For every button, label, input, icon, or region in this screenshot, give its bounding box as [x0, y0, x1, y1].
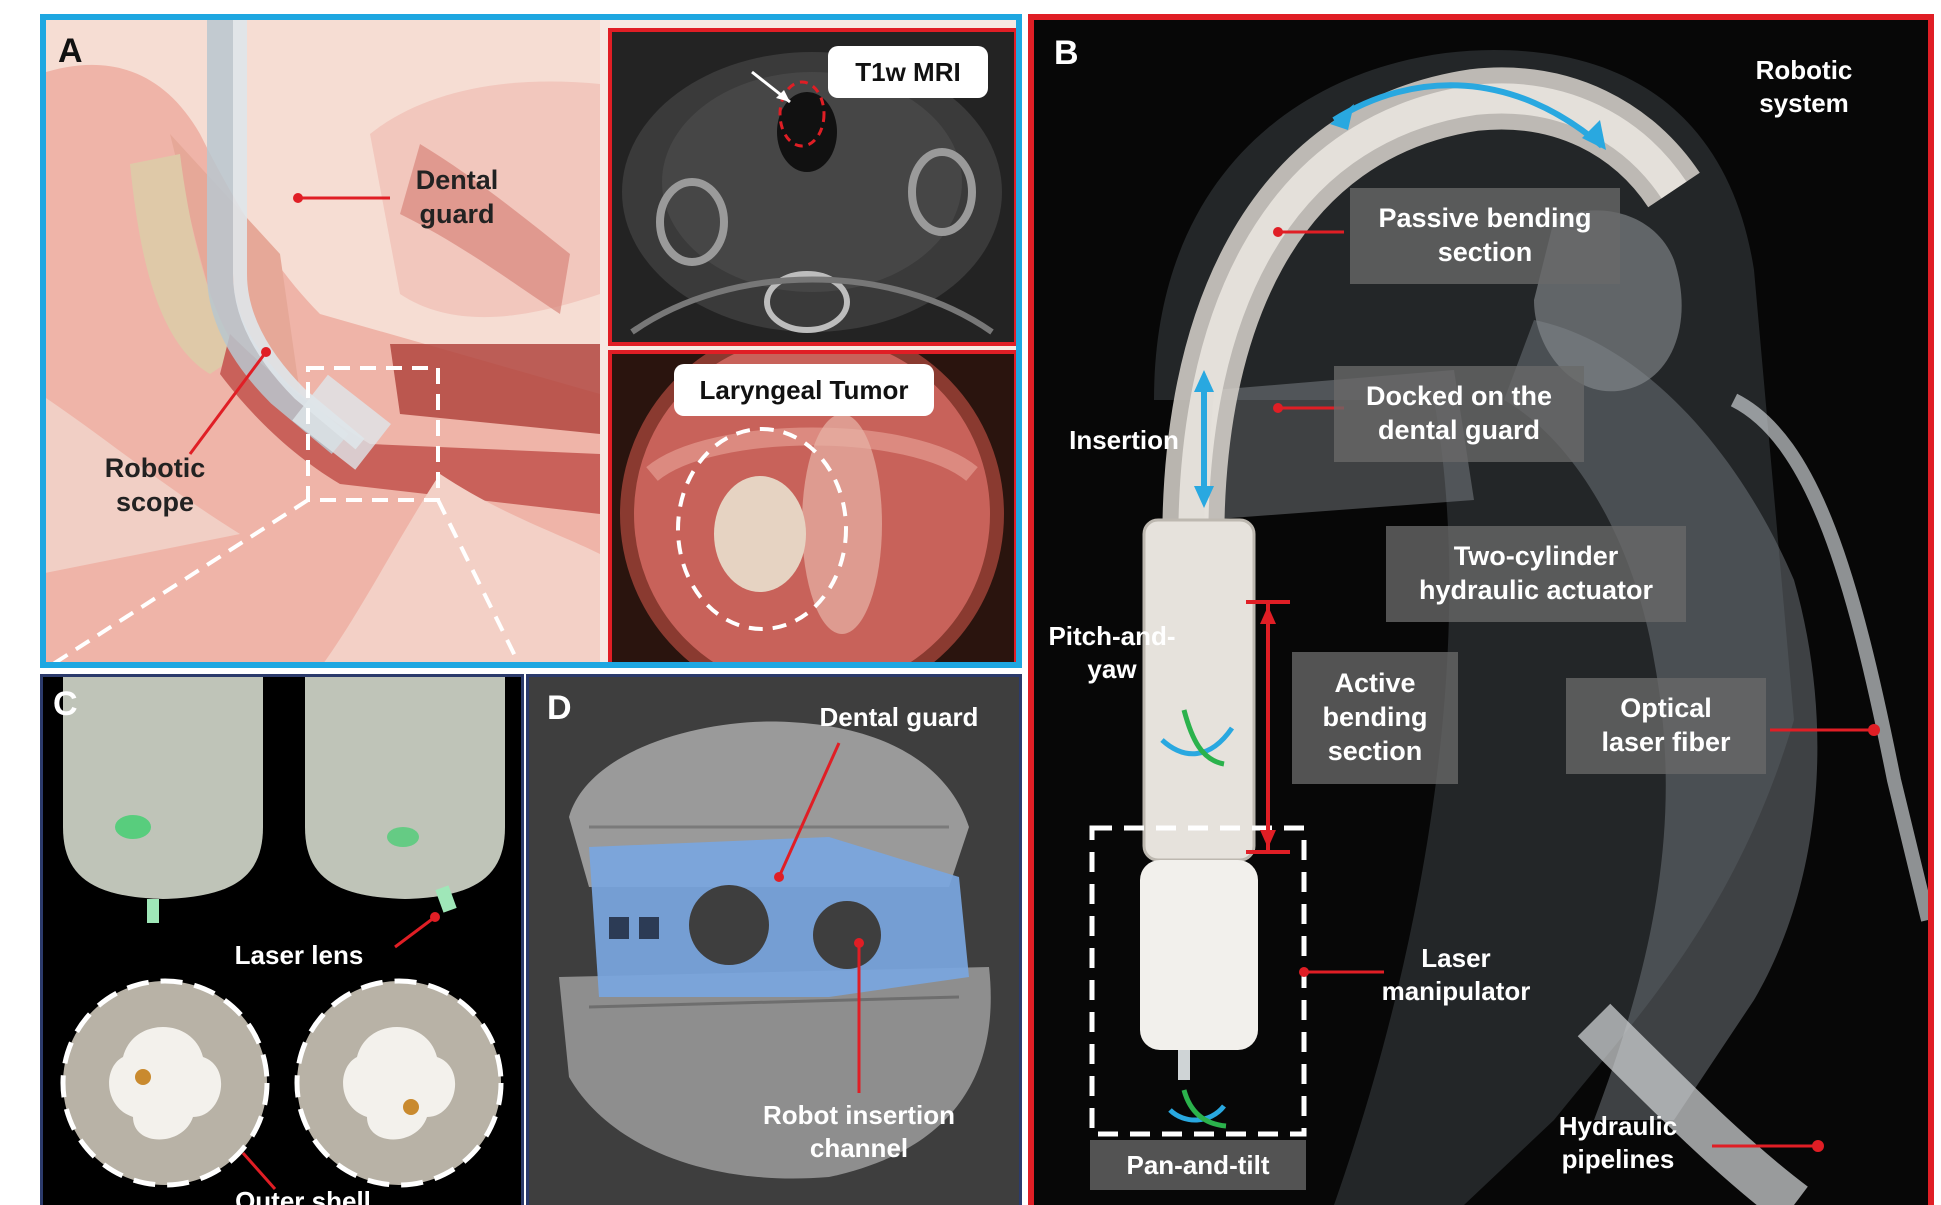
panel-d: D Dental guard Robot insertion channel	[526, 674, 1022, 1205]
mri-label: T1w MRI	[828, 46, 988, 98]
insertion-label: Insertion	[1069, 425, 1179, 455]
panel-c-label: C	[53, 685, 78, 723]
tumor-image: Laryngeal Tumor	[608, 350, 1018, 668]
panel-b-label: B	[1054, 34, 1079, 72]
active-bending-label: Active bending section	[1292, 652, 1458, 784]
laser-lens-label: Laser lens	[234, 940, 364, 970]
tumor-label: Laryngeal Tumor	[674, 364, 934, 416]
pan-tilt-label: Pan-and-tilt	[1090, 1140, 1306, 1190]
panel-a-label: A	[58, 32, 83, 70]
robotic-system-label: Robotic system	[1755, 55, 1853, 118]
dental-guard-callout: Dental guard	[415, 165, 499, 229]
dental-guard-model-graphic	[529, 677, 1019, 1205]
hydraulic-pipelines-label: Hydraulic pipelines	[1558, 1111, 1678, 1174]
pitch-yaw-label: Pitch-and- yaw	[1048, 621, 1176, 684]
mri-image: T1w MRI	[608, 28, 1018, 346]
panel-d-label: D	[547, 689, 572, 727]
laser-lens-photo-graphic	[43, 677, 521, 1205]
panel-b: B Robotic system Passive bending section…	[1028, 14, 1934, 1205]
panel-a: A Dental guard Robotic scope T1w MRI	[40, 14, 1022, 668]
insertion-channel-label: Robot insertion channel	[762, 1100, 956, 1163]
docked-label: Docked on the dental guard	[1334, 366, 1584, 462]
dental-guard-label: Dental guard	[819, 702, 979, 732]
passive-bending-label: Passive bending section	[1350, 188, 1620, 284]
throat-anatomy-illustration	[40, 14, 600, 668]
two-cylinder-label: Two-cylinder hydraulic actuator	[1386, 526, 1686, 622]
optical-fiber-label: Optical laser fiber	[1566, 678, 1766, 774]
outer-shell-label: Outer shell	[235, 1186, 371, 1205]
laser-manipulator-label: Laser manipulator	[1381, 943, 1531, 1006]
robotic-scope-callout: Robotic scope	[104, 453, 206, 517]
panel-c: C Laser lens Outer shell	[40, 674, 524, 1205]
